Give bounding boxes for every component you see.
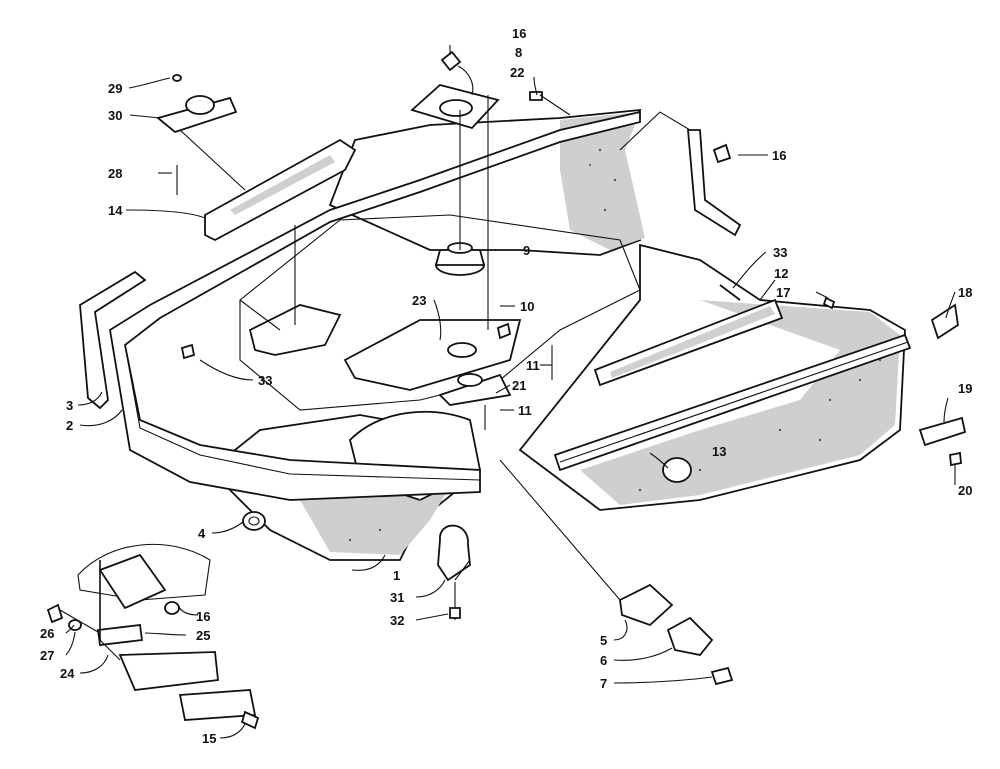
- callout-11-upper: 11: [526, 358, 540, 373]
- dash-trim: [204, 138, 357, 242]
- callout-18: 18: [958, 285, 972, 300]
- callout-33-right: 33: [773, 245, 787, 260]
- front-bumper-rail: [109, 110, 641, 501]
- callout-8: 8: [515, 45, 522, 60]
- steering-boot: [434, 242, 486, 276]
- front-trim-strip: [79, 270, 147, 410]
- callout-14: 14: [108, 203, 123, 218]
- callout-17: 17: [776, 285, 790, 300]
- callout-1: 1: [393, 568, 400, 583]
- callout-23: 23: [412, 293, 426, 308]
- tail-light: [918, 303, 967, 447]
- callout-10: 10: [520, 299, 534, 314]
- callout-16-inset: 16: [196, 609, 210, 624]
- callout-13: 13: [712, 444, 726, 459]
- callout-16-right: 16: [772, 148, 786, 163]
- floor-plate: [343, 319, 522, 406]
- fasteners: [176, 50, 962, 619]
- hood-latch: [156, 74, 238, 134]
- callout-24: 24: [60, 666, 75, 681]
- callout-19: 19: [958, 381, 972, 396]
- callout-25: 25: [196, 628, 210, 643]
- callout-9: 9: [523, 243, 530, 258]
- callout-29: 29: [108, 81, 122, 96]
- callout-20: 20: [958, 483, 972, 498]
- callout-12: 12: [774, 266, 788, 281]
- callout-28: 28: [108, 166, 122, 181]
- callout-11-lower: 11: [518, 403, 532, 418]
- detail-inset: [46, 543, 260, 730]
- callout-15: 15: [202, 731, 216, 746]
- windshield-strip: [593, 298, 784, 387]
- mount-bracket: [437, 524, 471, 620]
- callout-3: 3: [66, 398, 73, 413]
- callout-27: 27: [40, 648, 54, 663]
- callout-4: 4: [198, 526, 206, 541]
- callout-32: 32: [390, 613, 404, 628]
- grommet: [242, 511, 266, 531]
- callout-22: 22: [510, 65, 524, 80]
- callout-6: 6: [600, 653, 607, 668]
- callout-7: 7: [600, 676, 607, 691]
- callout-5: 5: [600, 633, 607, 648]
- callout-2: 2: [66, 418, 73, 433]
- side-rail: [553, 333, 912, 472]
- callout-16-top: 16: [512, 26, 526, 41]
- inner-bracket: [248, 304, 342, 356]
- callout-30: 30: [108, 108, 122, 123]
- callout-33-left: 33: [258, 373, 272, 388]
- callout-21: 21: [512, 378, 526, 393]
- steering-plate: [410, 84, 500, 130]
- plug: [662, 457, 692, 483]
- callout-26: 26: [40, 626, 54, 641]
- light-assembly: [619, 583, 734, 686]
- callout-leaders: [65, 45, 956, 739]
- hinge-rod: [687, 129, 742, 237]
- assembly-lines: [59, 94, 691, 661]
- callout-31: 31: [390, 590, 404, 605]
- callout-labels: 1 2 3 4 5 6 7 8 9 10 11 11 12 13 14 15 1…: [40, 26, 972, 746]
